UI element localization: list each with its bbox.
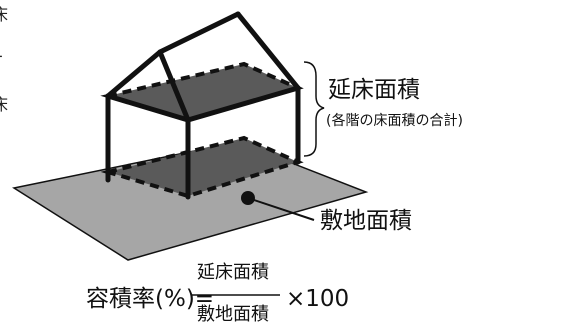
site-area-leader-line [247,197,315,221]
formula-lhs: 容積率(%)= [86,286,214,312]
total-floor-area-label: 延床面積 [328,77,420,103]
floor-area-brace [303,61,325,157]
house-wireframe [105,11,301,200]
formula-multiplier: ×100 [286,286,349,312]
edge-char-top: 床 [0,5,8,24]
floor-area-ratio-formula: 容積率(%)= 延床面積 敷地面積 ×100 [86,262,349,325]
formula-denominator: 敷地面積 [197,304,269,325]
total-floor-area-note: (各階の床面積の合計) [326,113,463,129]
edge-char-middle: ─ [0,47,2,66]
edge-char-bottom: 床 [0,95,8,114]
formula-numerator: 延床面積 [197,262,269,283]
site-area-label: 敷地面積 [320,208,412,234]
